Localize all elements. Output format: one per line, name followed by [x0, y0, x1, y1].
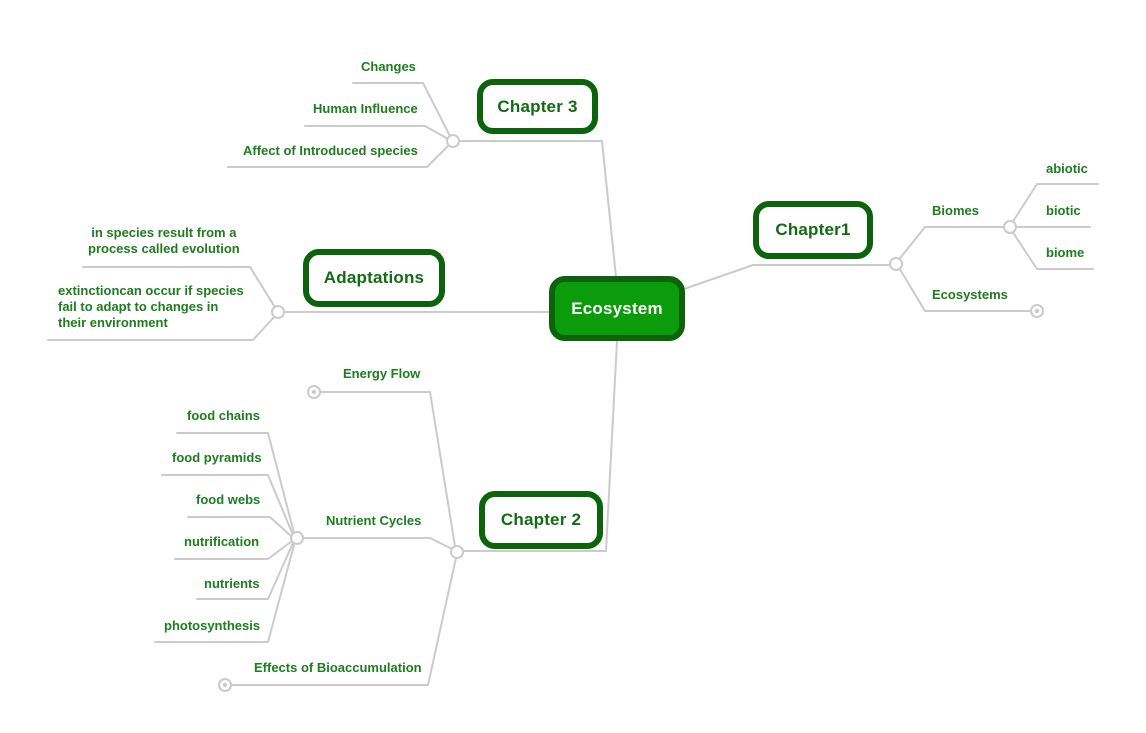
branch-line-food-webs: [187, 516, 293, 538]
branch-line-human-influence: [304, 125, 451, 141]
expand-icon-energy-flow[interactable]: [307, 385, 321, 399]
subtopic-extinction-note[interactable]: extinctioncan occur if species fail to a…: [58, 283, 244, 330]
subtopic-energy-flow[interactable]: Energy Flow: [343, 366, 421, 381]
topic-chapter-2[interactable]: Chapter 2: [479, 491, 603, 549]
junction-toggle-adaptations[interactable]: [271, 305, 285, 319]
subtopic-nutrient-cycles[interactable]: Nutrient Cycles: [326, 513, 422, 528]
branch-line-effects-bioaccumulation: [231, 557, 457, 686]
branch-line-chapter3-root: [454, 140, 617, 278]
subtopic-nutrients[interactable]: nutrients: [204, 576, 260, 591]
expand-icon-effects-bioaccumulation[interactable]: [218, 678, 232, 692]
subtopic-biomes[interactable]: Biomes: [932, 203, 979, 218]
subtopic-effects-of-bioaccumulation[interactable]: Effects of Bioaccumulation: [254, 660, 422, 675]
subtopic-human-influence[interactable]: Human Influence: [313, 101, 418, 116]
expand-icon-ecosystems[interactable]: [1030, 304, 1044, 318]
subtopic-photosynthesis[interactable]: photosynthesis: [164, 618, 261, 633]
subtopic-affect-of-introduced-species[interactable]: Affect of Introduced species: [243, 143, 418, 158]
branch-line-nutrification: [174, 540, 293, 560]
junction-toggle-chapter1[interactable]: [889, 257, 903, 271]
branch-line-abiotic: [1011, 183, 1099, 224]
branch-line-biome: [1011, 230, 1094, 270]
junction-toggle-biomes[interactable]: [1003, 220, 1017, 234]
topic-adaptations[interactable]: Adaptations: [303, 249, 445, 307]
subtopic-changes[interactable]: Changes: [361, 59, 416, 74]
subtopic-ecosystems[interactable]: Ecosystems: [932, 287, 1008, 302]
branch-line-chapter2-root: [461, 340, 618, 552]
root-topic-ecosystem[interactable]: Ecosystem: [549, 276, 685, 341]
branch-line-nutrient-cycles: [302, 537, 453, 550]
subtopic-food-pyramids[interactable]: food pyramids: [172, 450, 262, 465]
subtopic-abiotic[interactable]: abiotic: [1046, 161, 1088, 176]
subtopic-evolution-note[interactable]: in species result from a process called …: [88, 225, 240, 256]
branch-line-photosynthesis: [154, 544, 295, 643]
branch-line-extinction-note: [47, 314, 277, 341]
topic-chapter-1[interactable]: Chapter1: [753, 201, 873, 259]
branch-line-affect-introduced-species: [227, 143, 451, 168]
branch-line-chapter1-root: [683, 264, 895, 290]
subtopic-biome[interactable]: biome: [1046, 245, 1085, 260]
branch-line-biomes: [896, 226, 1005, 263]
junction-toggle-nutrient-cycles[interactable]: [290, 531, 304, 545]
subtopic-biotic[interactable]: biotic: [1046, 203, 1081, 218]
branch-line-evolution-note: [82, 266, 277, 310]
topic-chapter-3[interactable]: Chapter 3: [477, 79, 598, 134]
branch-line-nutrients: [196, 542, 294, 600]
subtopic-nutrification[interactable]: nutrification: [184, 534, 260, 549]
branch-line-food-pyramids: [161, 474, 294, 536]
subtopic-food-webs[interactable]: food webs: [196, 492, 261, 507]
junction-toggle-chapter2[interactable]: [450, 545, 464, 559]
subtopic-food-chains[interactable]: food chains: [187, 408, 260, 423]
branch-line-food-chains: [176, 432, 295, 534]
junction-toggle-chapter3[interactable]: [446, 134, 460, 148]
branch-line-energy-flow: [320, 391, 456, 547]
branch-line-changes: [352, 82, 452, 139]
branch-line-ecosystems: [897, 265, 1031, 312]
